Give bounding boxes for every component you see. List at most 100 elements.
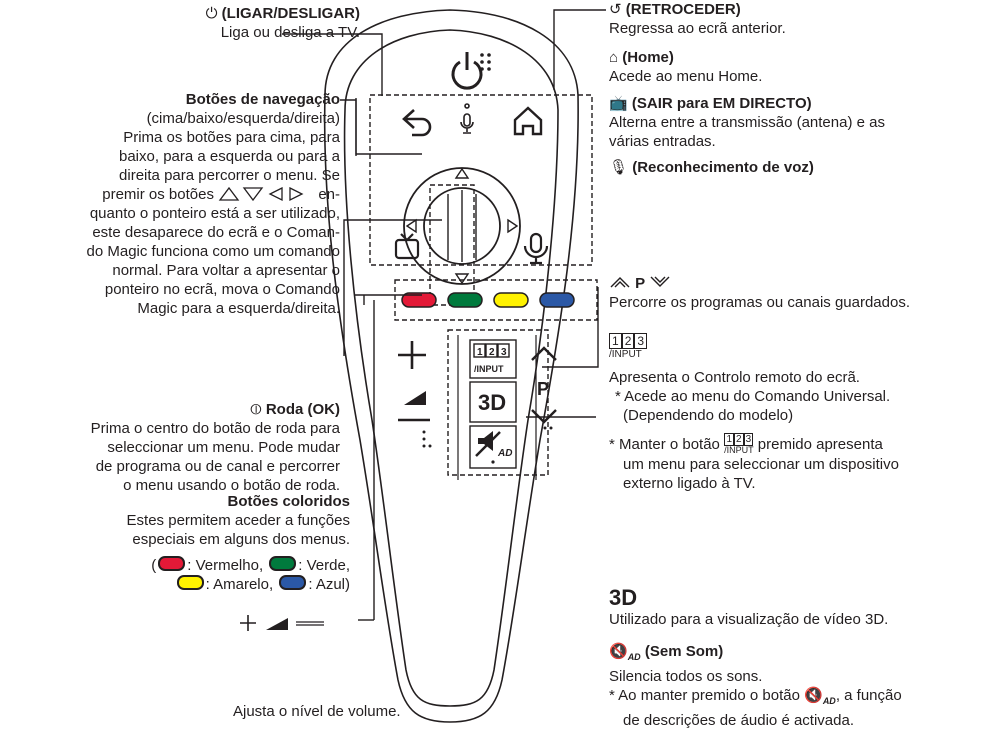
mute-title: (Sem Som) [644, 643, 724, 660]
nav-arrow-line: premir os botões en- [102, 186, 340, 203]
prog-label: P Percorre os programas ou canais guarda… [609, 274, 999, 312]
mute-label: 🔇AD (Sem Som) Silencia todos os sons. * … [609, 642, 1001, 730]
mic-button-icon [523, 232, 549, 265]
prog-down-small-icon [650, 276, 670, 287]
wheel-line: o menu usando o botão de roda. [123, 477, 340, 494]
wheel-line: de programa ou de canal e percorrer [95, 458, 340, 475]
color-dashed-box [394, 279, 598, 321]
colors-legend-row1: (: Vermelho, : Verde, [151, 556, 350, 574]
threed-label: 3D Utilizado para a visualização de víde… [609, 586, 999, 629]
input-symbol-label: /INPUT [609, 349, 642, 360]
live-tv-icon: 📺 [609, 95, 628, 112]
threed-logo-icon: 3D [609, 585, 638, 610]
nav-title: Botões de navegação [185, 91, 340, 108]
remote-3d-logo: 3D [478, 390, 506, 415]
nav-line: quanto o ponteiro está a ser utilizado, [89, 205, 340, 222]
remote-inner-edge [343, 29, 559, 707]
nav-dashed-box [429, 184, 475, 306]
volume-up-icon [398, 341, 426, 369]
threed-desc: Utilizado para a visualização de vídeo 3… [609, 611, 889, 628]
live-title: (SAIR para EM DIRECTO) [631, 95, 812, 112]
prog-desc: Percorre os programas ou canais guardado… [609, 294, 910, 311]
wheel-line: seleccionar um menu. Pode mudar [107, 439, 340, 456]
svg-text:AD: AD [497, 448, 512, 459]
input-hold-line: externo ligado à TV. [623, 475, 756, 492]
colors-line: Estes permitem aceder a funções [126, 512, 350, 529]
color-buttons [401, 292, 575, 308]
home-desc: Acede ao menu Home. [609, 68, 763, 85]
wheel-icon: ⦶ [250, 401, 262, 418]
nav-arrows-icon [218, 186, 304, 202]
prog-down-icon [531, 409, 557, 424]
input-line: * Acede ao menu do Comando Universal. [615, 388, 891, 405]
remote-p-label: P [537, 379, 549, 399]
colors-line: especiais em alguns dos menus. [132, 531, 350, 548]
power-label: ⏻ (LIGAR/DESLIGAR) Liga ou desliga a TV. [20, 4, 360, 42]
nav-down-arrow-icon [454, 273, 470, 285]
mic-icon: 🎙 [609, 159, 629, 176]
nav-line: do Magic funciona como um comando [86, 243, 340, 260]
nav-line: ponteiro no ecrã, mova o Comando [104, 281, 340, 298]
power-desc: Liga ou desliga a TV. [220, 24, 360, 41]
wheel-title: Roda (OK) [265, 401, 340, 418]
live-label: 📺 (SAIR para EM DIRECTO) Alterna entre a… [609, 94, 999, 151]
back-button-icon [402, 109, 432, 137]
mute-inline-icon: 🔇 [804, 687, 823, 704]
live-tv-button-icon [394, 233, 420, 260]
wheel-line: Prima o centro do botão de roda para [90, 420, 340, 437]
home-label: ⌂ (Home) Acede ao menu Home. [609, 48, 999, 86]
home-button-icon [513, 106, 543, 136]
nav-sub: (cima/baixo/esquerda/direita) [146, 110, 340, 127]
voice-label: 🎙 (Reconhecimento de voz) [609, 158, 999, 177]
remote-body [323, 9, 579, 723]
nav-line: este desaparece do ecrã e o Coman- [92, 224, 340, 241]
volume-symbols-icon [240, 615, 324, 631]
live-line: Alterna entre a transmissão (antena) e a… [609, 114, 885, 131]
prog-up-icon [531, 346, 557, 361]
mute-hold-line: * Ao manter premido o botão 🔇AD, a funçã… [609, 687, 902, 706]
live-line: várias entradas. [609, 133, 716, 150]
back-label: ↺ (RETROCEDER) Regressa ao ecrã anterior… [609, 0, 999, 38]
vol-prog-dashed-box [447, 329, 549, 476]
back-desc: Regressa ao ecrã anterior. [609, 20, 786, 37]
mic-small-icon [460, 103, 474, 134]
wheel-button [423, 187, 501, 265]
prog-p: P [635, 275, 646, 292]
nav-line: baixo, para a esquerda ou para a [119, 148, 340, 165]
power-icon: ⏻ [205, 5, 218, 22]
yellow-swatch-icon [176, 575, 204, 590]
nav-line: Prima os botões para cima, para [123, 129, 340, 146]
prog-up-small-icon [610, 277, 630, 288]
power-title: (LIGAR/DESLIGAR) [221, 5, 360, 22]
voice-title: (Reconhecimento de voz) [632, 159, 814, 176]
nav-up-arrow-icon [454, 167, 470, 179]
remote-digit: 1 [477, 347, 483, 358]
blue-swatch-icon [279, 575, 307, 590]
home-icon: ⌂ [609, 49, 619, 66]
nav-line: normal. Para voltar a apresentar o [112, 262, 340, 279]
input-line: Apresenta o Controlo remoto do ecrã. [609, 369, 860, 386]
colors-legend-row2: : Amarelo, : Azul) [20, 575, 350, 594]
colors-title: Botões coloridos [227, 493, 350, 510]
nav-label: Botões de navegação (cima/baixo/esquerda… [20, 90, 340, 318]
nav-line: direita para percorrer o menu. Se [119, 167, 340, 184]
remote-input-label: /INPUT [474, 364, 504, 374]
green-swatch-icon [269, 556, 297, 571]
back-title: (RETROCEDER) [625, 1, 741, 18]
back-icon: ↺ [609, 1, 622, 18]
mute-button-icon: AD [475, 431, 512, 459]
wheel-label: ⦶ Roda (OK) Prima o centro do botão de r… [10, 400, 340, 495]
colors-label: Botões coloridos Estes permitem aceder a… [20, 492, 350, 594]
red-swatch-icon [158, 556, 186, 571]
mute-hold-line2: de descrições de áudio é activada. [623, 712, 854, 729]
nav-line: Magic para a esquerda/direita. [137, 300, 340, 317]
input-button [469, 339, 517, 379]
nav-right-arrow-icon [507, 218, 519, 234]
input-line: (Dependendo do modelo) [623, 407, 794, 424]
volume-icon [404, 391, 426, 405]
